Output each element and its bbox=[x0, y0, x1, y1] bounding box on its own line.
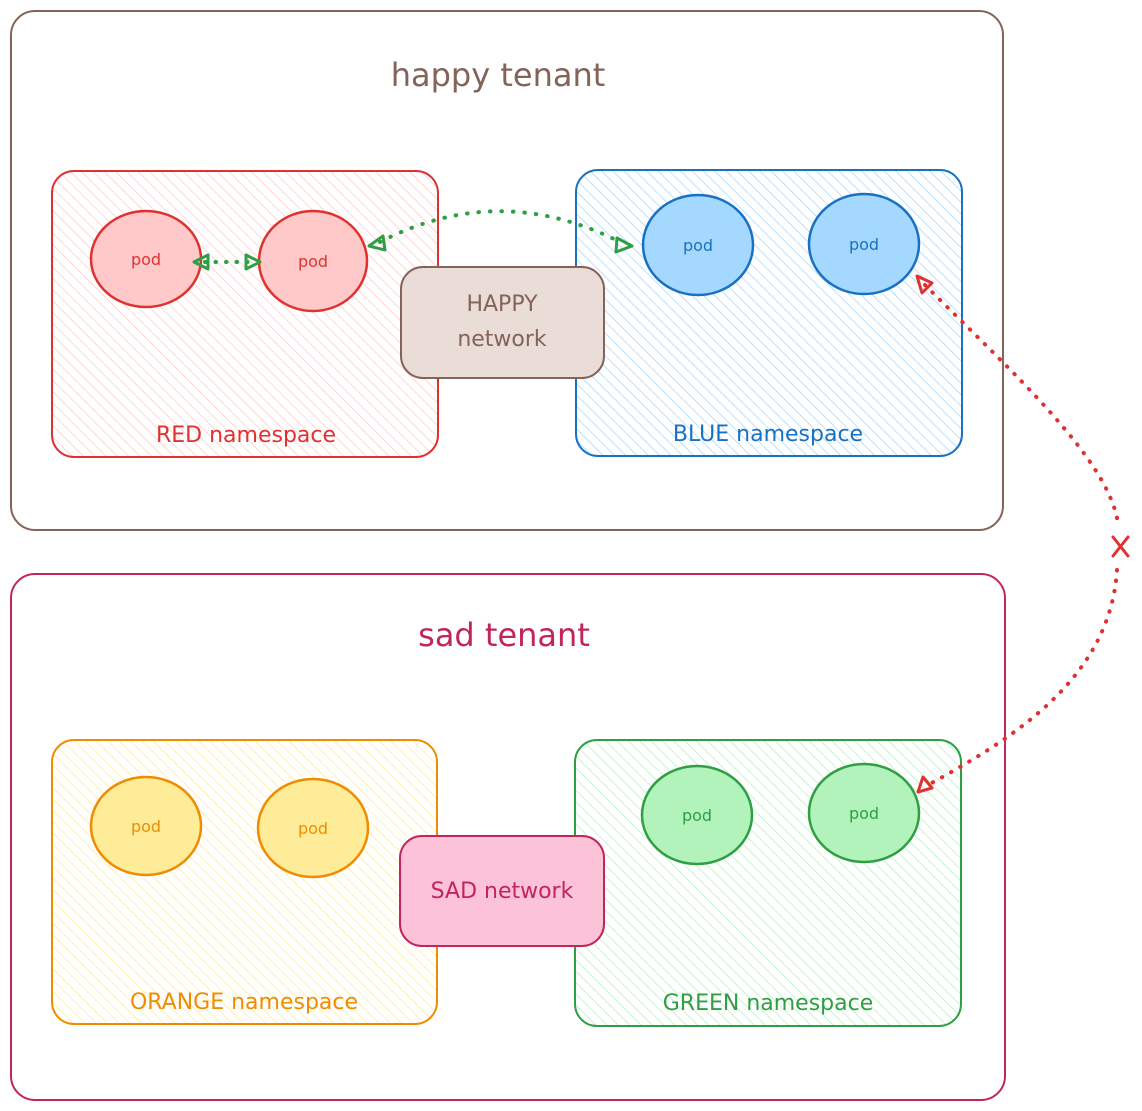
orange-pod-1-label: pod bbox=[131, 817, 161, 836]
blue-pod-2-label: pod bbox=[849, 235, 879, 254]
happy-network-box bbox=[400, 266, 605, 379]
green-pod-1: pod bbox=[640, 764, 754, 866]
sad-network-label: SAD network bbox=[431, 879, 574, 904]
connection-red-pod1-red-pod2 bbox=[192, 253, 262, 271]
orange-pod-2: pod bbox=[256, 777, 370, 879]
arrowhead-right-icon bbox=[614, 236, 634, 254]
happy-network-label-line-1: HAPPY bbox=[466, 292, 538, 317]
connection-line bbox=[923, 283, 1120, 526]
green-pod-2-label: pod bbox=[849, 804, 879, 823]
sad-network-box bbox=[399, 835, 605, 947]
arrowhead-left-icon bbox=[367, 234, 387, 252]
orange-namespace-box bbox=[51, 739, 438, 1025]
happy-tenant-box bbox=[10, 10, 1004, 531]
sad-network: SAD network bbox=[399, 835, 605, 947]
red-namespace-box bbox=[51, 170, 439, 458]
red-namespace-label: RED namespace bbox=[156, 423, 336, 448]
orange-namespace: ORANGE namespace pod pod bbox=[51, 739, 438, 1025]
green-pod-2-circle bbox=[807, 762, 921, 864]
blue-pod-2: pod bbox=[807, 192, 921, 296]
happy-tenant: happy tenant RED namespace pod pod BLUE … bbox=[10, 10, 1004, 531]
red-pod-1: pod bbox=[89, 209, 203, 309]
connection-red-pod2-blue-pod1 bbox=[367, 209, 634, 254]
green-pod-2: pod bbox=[807, 762, 921, 864]
orange-pod-2-label: pod bbox=[298, 819, 328, 838]
arrowhead-up-icon bbox=[915, 274, 934, 295]
sad-tenant: sad tenant ORANGE namespace pod pod GREE… bbox=[10, 573, 1006, 1101]
orange-pod-1-circle bbox=[89, 775, 203, 877]
sad-tenant-title: sad tenant bbox=[418, 616, 590, 654]
green-namespace: GREEN namespace pod pod bbox=[574, 739, 962, 1027]
connection-blue-pod2-green-pod2-blocked bbox=[915, 274, 1130, 794]
blue-pod-1: pod bbox=[641, 193, 755, 297]
orange-namespace-label: ORANGE namespace bbox=[130, 990, 358, 1015]
sad-tenant-box bbox=[10, 573, 1006, 1101]
orange-pod-2-circle bbox=[256, 777, 370, 879]
happy-network: HAPPY network bbox=[400, 266, 605, 379]
green-namespace-label: GREEN namespace bbox=[663, 991, 874, 1016]
blue-pod-1-circle bbox=[641, 193, 755, 297]
red-namespace: RED namespace pod pod bbox=[51, 170, 439, 458]
blue-pod-1-label: pod bbox=[683, 236, 713, 255]
blue-pod-2-circle bbox=[807, 192, 921, 296]
connection-line bbox=[378, 209, 624, 245]
blue-namespace-label: BLUE namespace bbox=[673, 422, 863, 447]
happy-tenant-title: happy tenant bbox=[391, 56, 606, 94]
green-pod-1-label: pod bbox=[682, 806, 712, 825]
orange-pod-1: pod bbox=[89, 775, 203, 877]
happy-network-label-line-2: network bbox=[457, 327, 547, 352]
arrowhead-left-icon bbox=[192, 253, 210, 271]
connection-line bbox=[926, 568, 1119, 787]
blocked-x-icon bbox=[1111, 535, 1130, 558]
red-pod-2-label: pod bbox=[298, 252, 328, 271]
red-pod-1-label: pod bbox=[131, 250, 161, 269]
arrowhead-down-icon bbox=[916, 775, 934, 794]
green-pod-1-circle bbox=[640, 764, 754, 866]
arrowhead-right-icon bbox=[244, 253, 262, 271]
blue-namespace: BLUE namespace pod pod bbox=[575, 169, 963, 457]
red-pod-2: pod bbox=[257, 209, 369, 313]
